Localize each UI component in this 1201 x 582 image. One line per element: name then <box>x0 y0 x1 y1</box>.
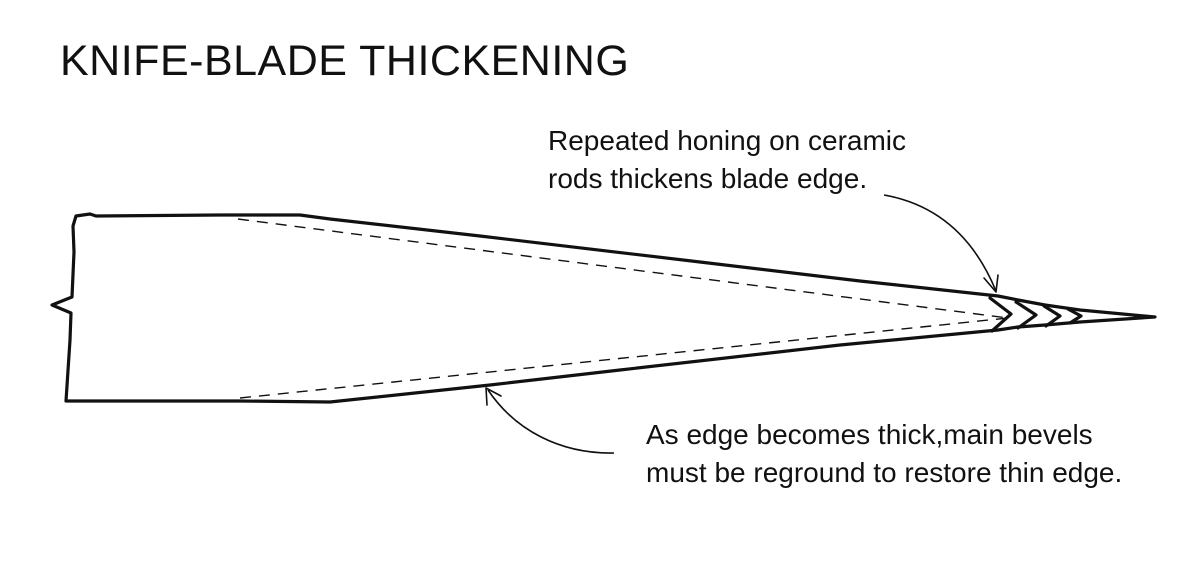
original-profile-top-dashed-line <box>237 218 1009 319</box>
regrind-annotation-line-2: must be reground to restore thin edge. <box>646 457 1123 488</box>
honing-bevel-chevron <box>1014 300 1038 330</box>
honing-bevel-chevron <box>1066 307 1083 325</box>
honing-leader-arrowhead <box>983 274 999 293</box>
honing-bevel-chevrons <box>988 296 1083 333</box>
regrind-leader-arrowhead <box>485 387 502 406</box>
regrind-annotation: As edge becomes thick,main bevels must b… <box>646 416 1122 492</box>
honing-annotation-line-2: rods thickens blade edge. <box>548 163 868 194</box>
honing-bevel-chevron <box>1042 304 1062 328</box>
honing-annotation-line-1: Repeated honing on ceramic <box>548 125 907 156</box>
honing-leader-curve <box>883 194 997 292</box>
honing-annotation: Repeated honing on ceramic rods thickens… <box>548 122 906 198</box>
original-profile-bottom-dashed-line <box>239 317 1009 399</box>
regrind-annotation-line-1: As edge becomes thick,main bevels <box>646 419 1093 450</box>
blade-outline <box>50 212 1157 404</box>
regrind-leader-curve <box>487 389 615 454</box>
honing-bevel-chevron <box>988 296 1013 333</box>
diagram-title: KNIFE-BLADE THICKENING <box>60 37 630 85</box>
